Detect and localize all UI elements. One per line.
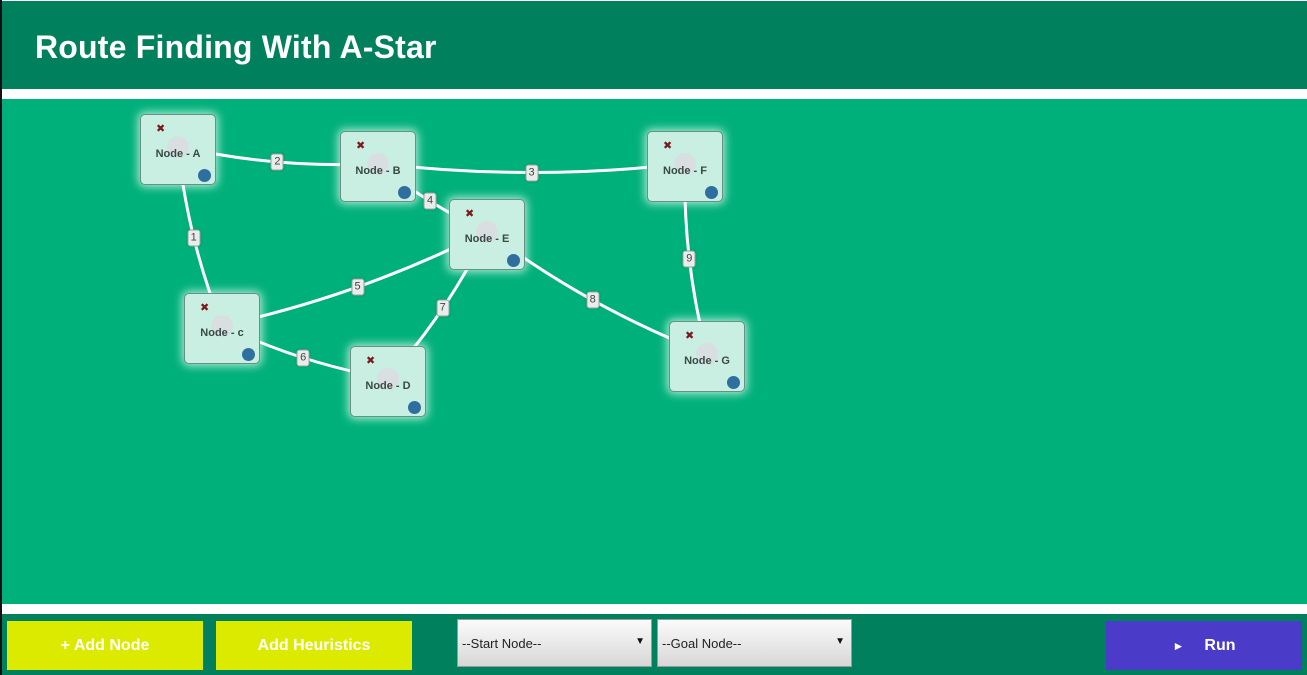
graph-node-a[interactable]: ✖ Node - A (140, 114, 216, 185)
close-icon[interactable]: ✖ (663, 140, 673, 152)
chevron-down-icon: ▼ (835, 636, 845, 647)
add-heuristics-button[interactable]: Add Heuristics (216, 621, 412, 670)
node-label: Node - G (684, 355, 730, 367)
add-node-button[interactable]: + Add Node (7, 621, 203, 670)
app-header: Route Finding With A-Star (2, 1, 1307, 89)
close-icon[interactable]: ✖ (200, 302, 210, 314)
node-drag-handle[interactable] (211, 314, 233, 337)
close-icon[interactable]: ✖ (465, 208, 475, 220)
node-drag-handle[interactable] (674, 152, 696, 175)
edge-weight-label[interactable]: 7 (436, 299, 450, 317)
graph-node-c[interactable]: ✖ Node - c (184, 293, 260, 364)
connect-port-icon[interactable] (398, 186, 411, 199)
close-icon[interactable]: ✖ (366, 355, 376, 367)
connect-port-icon[interactable] (507, 254, 520, 267)
window-edge (0, 0, 2, 675)
chevron-down-icon: ▼ (635, 636, 645, 647)
node-drag-handle[interactable] (476, 220, 498, 243)
close-icon[interactable]: ✖ (156, 123, 166, 135)
node-drag-handle[interactable] (367, 152, 389, 175)
graph-node-d[interactable]: ✖ Node - D (350, 346, 426, 417)
node-label: Node - c (200, 327, 244, 339)
connect-port-icon[interactable] (408, 401, 421, 414)
edge-weight-label[interactable]: 3 (525, 164, 538, 181)
edge-weight-label[interactable]: 2 (270, 153, 284, 171)
connect-port-icon[interactable] (727, 376, 740, 389)
node-drag-handle[interactable] (377, 367, 399, 390)
graph-node-b[interactable]: ✖ Node - B (340, 131, 416, 202)
goal-node-select[interactable]: --Goal Node-- ▼ (657, 619, 852, 667)
graph-canvas[interactable]: ✖ Node - A ✖ Node - B ✖ Node - F ✖ Node … (2, 99, 1307, 604)
graph-node-f[interactable]: ✖ Node - F (647, 131, 723, 202)
node-label: Node - A (155, 148, 201, 160)
edge-weight-label[interactable]: 4 (423, 192, 437, 210)
page-title: Route Finding With A-Star (35, 29, 437, 65)
node-label: Node - B (355, 165, 401, 177)
connect-port-icon[interactable] (242, 348, 255, 361)
close-icon[interactable]: ✖ (685, 330, 695, 342)
edge-weight-label[interactable]: 8 (586, 291, 600, 309)
connect-port-icon[interactable] (198, 169, 211, 182)
edge-weight-label[interactable]: 5 (351, 278, 364, 296)
node-label: Node - D (365, 380, 411, 392)
edge-weight-label[interactable]: 1 (187, 229, 201, 247)
node-label: Node - E (464, 233, 510, 245)
edge-weight-label[interactable]: 6 (296, 349, 310, 367)
close-icon[interactable]: ✖ (356, 140, 366, 152)
connect-port-icon[interactable] (705, 186, 718, 199)
graph-node-e[interactable]: ✖ Node - E (449, 199, 525, 270)
run-button[interactable]: ► Run (1106, 621, 1302, 670)
node-drag-handle[interactable] (696, 342, 718, 365)
node-drag-handle[interactable] (167, 135, 189, 158)
graph-node-g[interactable]: ✖ Node - G (669, 321, 745, 392)
goal-node-value: --Goal Node-- (662, 636, 742, 651)
start-node-value: --Start Node-- (462, 636, 542, 651)
edge-weight-label[interactable]: 9 (682, 250, 696, 268)
node-label: Node - F (663, 165, 707, 177)
play-icon: ► (1172, 638, 1185, 653)
run-label: Run (1204, 636, 1236, 654)
start-node-select[interactable]: --Start Node-- ▼ (457, 619, 652, 667)
